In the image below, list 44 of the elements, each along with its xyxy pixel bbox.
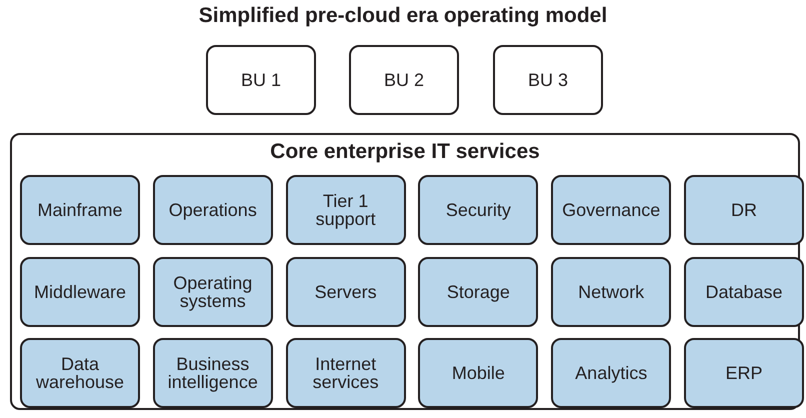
service-box [684, 175, 804, 245]
box-label: Mobile [452, 364, 505, 382]
box-label: Tier 1 support [314, 192, 377, 228]
box-label: Middleware [34, 282, 126, 300]
service-box [684, 338, 804, 408]
business-unit-box [349, 45, 459, 115]
box-label: Servers [314, 282, 377, 300]
box-label: Operations [168, 201, 257, 219]
box-label: BU 3 [528, 71, 568, 89]
service-box [20, 256, 140, 326]
box-label: Storage [446, 282, 510, 300]
box-label: Mainframe [37, 201, 123, 219]
service-box [286, 175, 406, 245]
group-heading: Core enterprise IT services [270, 143, 540, 161]
business-unit-box [206, 45, 316, 115]
box-label: Business intelligence [166, 355, 259, 391]
box-label: Internet services [312, 355, 380, 391]
box-label: Network [578, 282, 644, 300]
service-box [551, 256, 672, 326]
service-box [551, 338, 672, 408]
box-label: Security [446, 201, 511, 219]
box-label: BU 1 [240, 71, 282, 89]
service-box [418, 175, 538, 245]
business-unit-box [493, 45, 603, 115]
box-label: Governance [562, 201, 660, 219]
service-box [20, 338, 140, 408]
box-label: DR [731, 201, 757, 219]
service-box [551, 175, 672, 245]
diagram-title: Simplified pre-cloud era operating model [198, 4, 608, 28]
service-box [152, 256, 273, 326]
service-box [418, 256, 538, 326]
box-label: Data warehouse [34, 355, 126, 391]
service-box [152, 338, 273, 408]
box-label: Operating systems [172, 274, 254, 310]
service-box [286, 256, 406, 326]
service-box [684, 256, 804, 326]
service-box [286, 338, 406, 408]
box-label: Analytics [575, 364, 648, 382]
box-label: ERP [725, 364, 762, 382]
box-label: BU 2 [384, 71, 424, 89]
service-box [418, 338, 538, 408]
box-label: Database [705, 282, 783, 300]
service-box [152, 175, 273, 245]
service-box [20, 175, 140, 245]
